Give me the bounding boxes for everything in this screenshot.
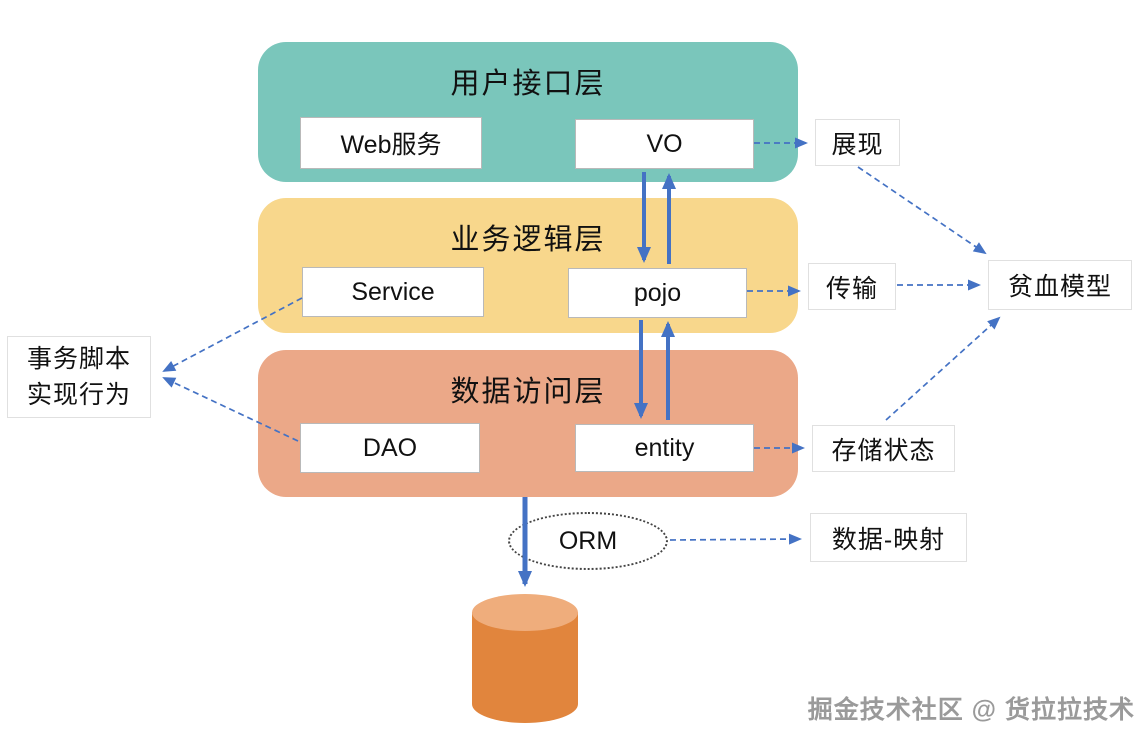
- node-service-label: Service: [351, 277, 435, 306]
- node-dao: DAO: [300, 423, 480, 473]
- annotation-storage-state: 存储状态: [812, 425, 955, 472]
- layer-data-access-title: 数据访问层: [450, 376, 606, 408]
- annotation-transaction-script-line2: 实现行为: [26, 381, 131, 409]
- node-pojo: pojo: [568, 268, 747, 318]
- layer-user-interface-title: 用户接口层: [450, 68, 606, 100]
- arrow-orm-to-data-mapping: [669, 533, 802, 545]
- orm-ellipse: ORM: [508, 512, 668, 570]
- node-web-service: Web服务: [300, 117, 482, 169]
- node-service: Service: [302, 267, 484, 317]
- annotation-anemic-model: 贫血模型: [988, 260, 1132, 310]
- annotation-transport: 传输: [808, 263, 896, 310]
- node-entity: entity: [575, 424, 754, 472]
- node-vo: VO: [575, 119, 754, 169]
- node-dao-label: DAO: [362, 433, 418, 462]
- annotation-transport-label: 传输: [825, 274, 878, 303]
- node-vo-label: VO: [646, 129, 683, 158]
- watermark: 掘金技术社区 @ 货拉拉技术: [807, 696, 1135, 724]
- layer-business-logic: 业务逻辑层 Service pojo: [258, 198, 798, 333]
- arrow-storage-to-anemic: [885, 316, 1001, 421]
- layer-business-logic-title: 业务逻辑层: [450, 224, 606, 256]
- annotation-transaction-script: 事务脚本 实现行为: [7, 336, 151, 418]
- annotation-storage-state-label: 存储状态: [831, 436, 936, 465]
- layer-user-interface: 用户接口层 Web服务 VO: [258, 42, 798, 182]
- annotation-presentation-label: 展现: [831, 130, 884, 159]
- node-pojo-label: pojo: [633, 278, 682, 307]
- annotation-anemic-model-label: 贫血模型: [1007, 273, 1112, 301]
- arrow-presentation-to-anemic: [857, 166, 987, 255]
- node-entity-label: entity: [634, 433, 695, 462]
- layer-data-access: 数据访问层 DAO entity: [258, 350, 798, 497]
- annotation-data-mapping-label: 数据-映射: [831, 525, 946, 554]
- annotation-transaction-script-line1: 事务脚本: [26, 345, 131, 373]
- orm-label: ORM: [558, 526, 618, 555]
- annotation-data-mapping: 数据-映射: [810, 513, 967, 562]
- annotation-presentation: 展现: [815, 119, 900, 166]
- database-cylinder-top: [472, 594, 578, 631]
- node-web-service-label: Web服务: [340, 131, 442, 159]
